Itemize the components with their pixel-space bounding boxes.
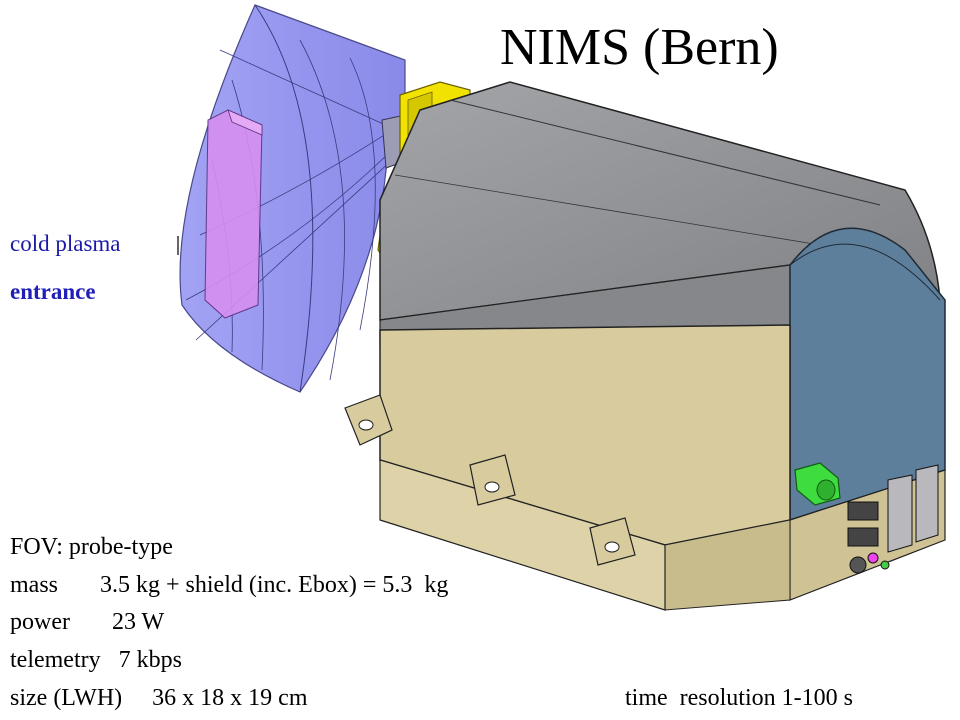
page-title: NIMS (Bern) xyxy=(500,19,779,76)
instrument-housing xyxy=(379,81,946,522)
spec-telemetry: telemetry 7 kbps xyxy=(10,647,182,673)
green-connector xyxy=(794,462,841,506)
spec-power: power 23 W xyxy=(10,609,165,635)
instrument-base xyxy=(344,324,946,611)
entrance-label: entrance xyxy=(10,279,96,304)
entrance-cone xyxy=(179,4,409,393)
spec-mass: mass 3.5 kg + shield (inc. Ebox) = 5.3 k… xyxy=(10,572,449,598)
spec-fov: FOV: probe-type xyxy=(10,534,173,560)
cold-plasma-label: cold plasma xyxy=(10,231,121,256)
time-resolution: time resolution 1-100 s xyxy=(625,685,853,711)
spec-size: size (LWH) 36 x 18 x 19 cm xyxy=(10,685,308,711)
